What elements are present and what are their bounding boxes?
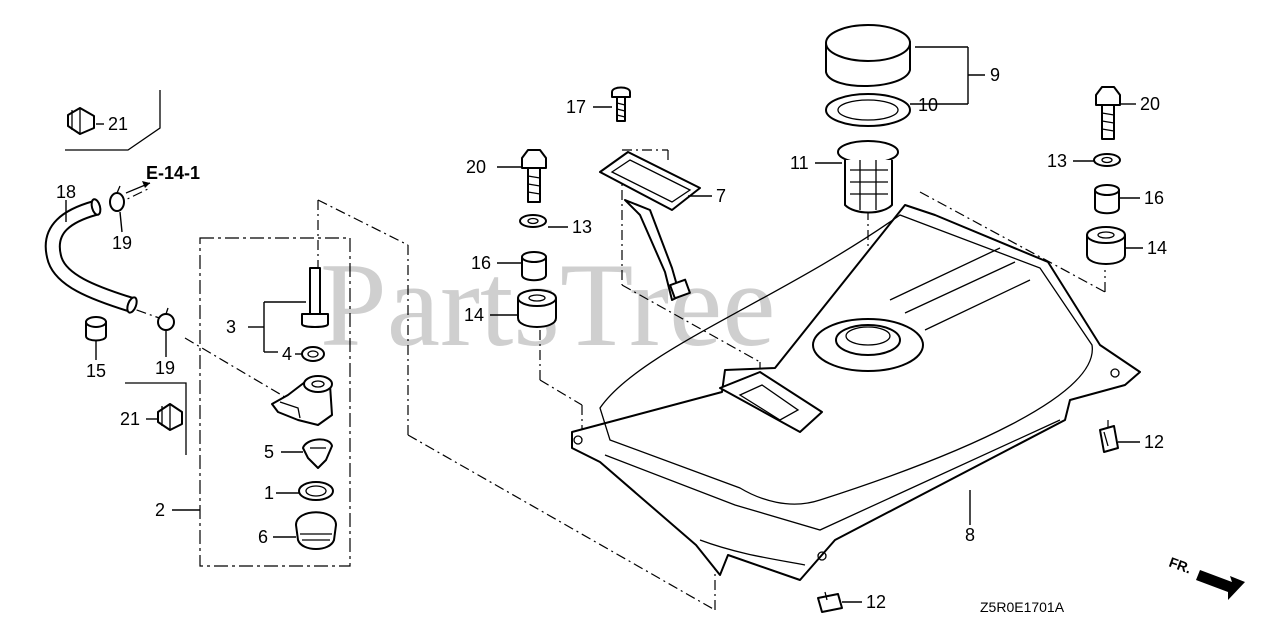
front-arrow-icon (1196, 570, 1245, 600)
valve-oring-small (301, 346, 325, 362)
fuel-gauge (599, 151, 701, 301)
valve-oring-large (298, 481, 334, 501)
callout-10: 10 (918, 95, 938, 115)
callout-15: 15 (86, 361, 106, 381)
callout-17: 17 (566, 97, 586, 117)
mount-bolt-left (521, 149, 547, 203)
fuel-valve-body (271, 375, 333, 426)
callout-13-right: 13 (1047, 151, 1067, 171)
callout-12-bottom: 12 (866, 592, 886, 612)
front-direction-marker: FR. (1167, 554, 1245, 600)
callout-14-right: 14 (1147, 238, 1167, 258)
collar-right (1094, 184, 1120, 215)
section-reference: E-14-1 (146, 163, 200, 183)
callout-2: 2 (155, 500, 165, 520)
callout-14-left: 14 (464, 305, 484, 325)
hose-grommet (85, 316, 107, 342)
mount-rubber-left (517, 289, 557, 328)
valve-cup (295, 511, 337, 550)
callout-20-right: 20 (1140, 94, 1160, 114)
callout-8: 8 (965, 525, 975, 545)
fuel-tank (571, 204, 1141, 581)
hose-clamp-lower (157, 403, 183, 431)
washer-right (1093, 153, 1121, 167)
callout-19-lower: 19 (155, 358, 175, 378)
callout-11: 11 (790, 153, 809, 173)
callout-18: 18 (56, 182, 76, 202)
valve-bolt (301, 267, 329, 328)
callout-12-right: 12 (1144, 432, 1164, 452)
callout-9: 9 (990, 65, 1000, 85)
callout-4: 4 (282, 344, 292, 364)
hose-clip-lower (157, 307, 175, 331)
tank-clip-bottom (817, 591, 843, 613)
tank-clip-right (1099, 425, 1119, 453)
callout-19-upper: 19 (112, 233, 132, 253)
callout-5: 5 (264, 442, 274, 462)
filler-cap (825, 24, 911, 88)
callout-16-right: 16 (1144, 188, 1164, 208)
callout-1: 1 (264, 483, 274, 503)
clamp-bracket-upper (65, 90, 161, 151)
callout-labels: 1 2 3 4 5 6 7 8 9 10 11 12 12 13 13 14 1… (56, 65, 1167, 612)
mount-rubber-right (1086, 226, 1126, 265)
leader-lines (65, 46, 1143, 603)
washer-left (519, 214, 547, 228)
callout-7: 7 (716, 186, 726, 206)
valve-strainer-cup (302, 438, 333, 469)
svg-text:FR.: FR. (1167, 554, 1194, 577)
callout-6: 6 (258, 527, 268, 547)
callout-3: 3 (226, 317, 236, 337)
callout-21-upper: 21 (108, 114, 128, 134)
reference-arrow (125, 181, 151, 194)
gauge-screw (611, 86, 631, 122)
callout-16-left: 16 (471, 253, 491, 273)
diagram-code: Z5R0E1701A (980, 599, 1065, 615)
callout-20-left: 20 (466, 157, 486, 177)
hose-clip-upper (109, 185, 125, 212)
hose-clamp-upper (67, 107, 95, 135)
collar-left (521, 251, 547, 282)
mount-bolt-right (1095, 86, 1121, 140)
cap-gasket (825, 93, 911, 127)
callout-13-left: 13 (572, 217, 592, 237)
fuel-hose (44, 198, 138, 314)
callout-21-lower: 21 (120, 409, 140, 429)
clamp-bracket-lower (125, 382, 187, 455)
fuel-strainer (837, 140, 899, 214)
